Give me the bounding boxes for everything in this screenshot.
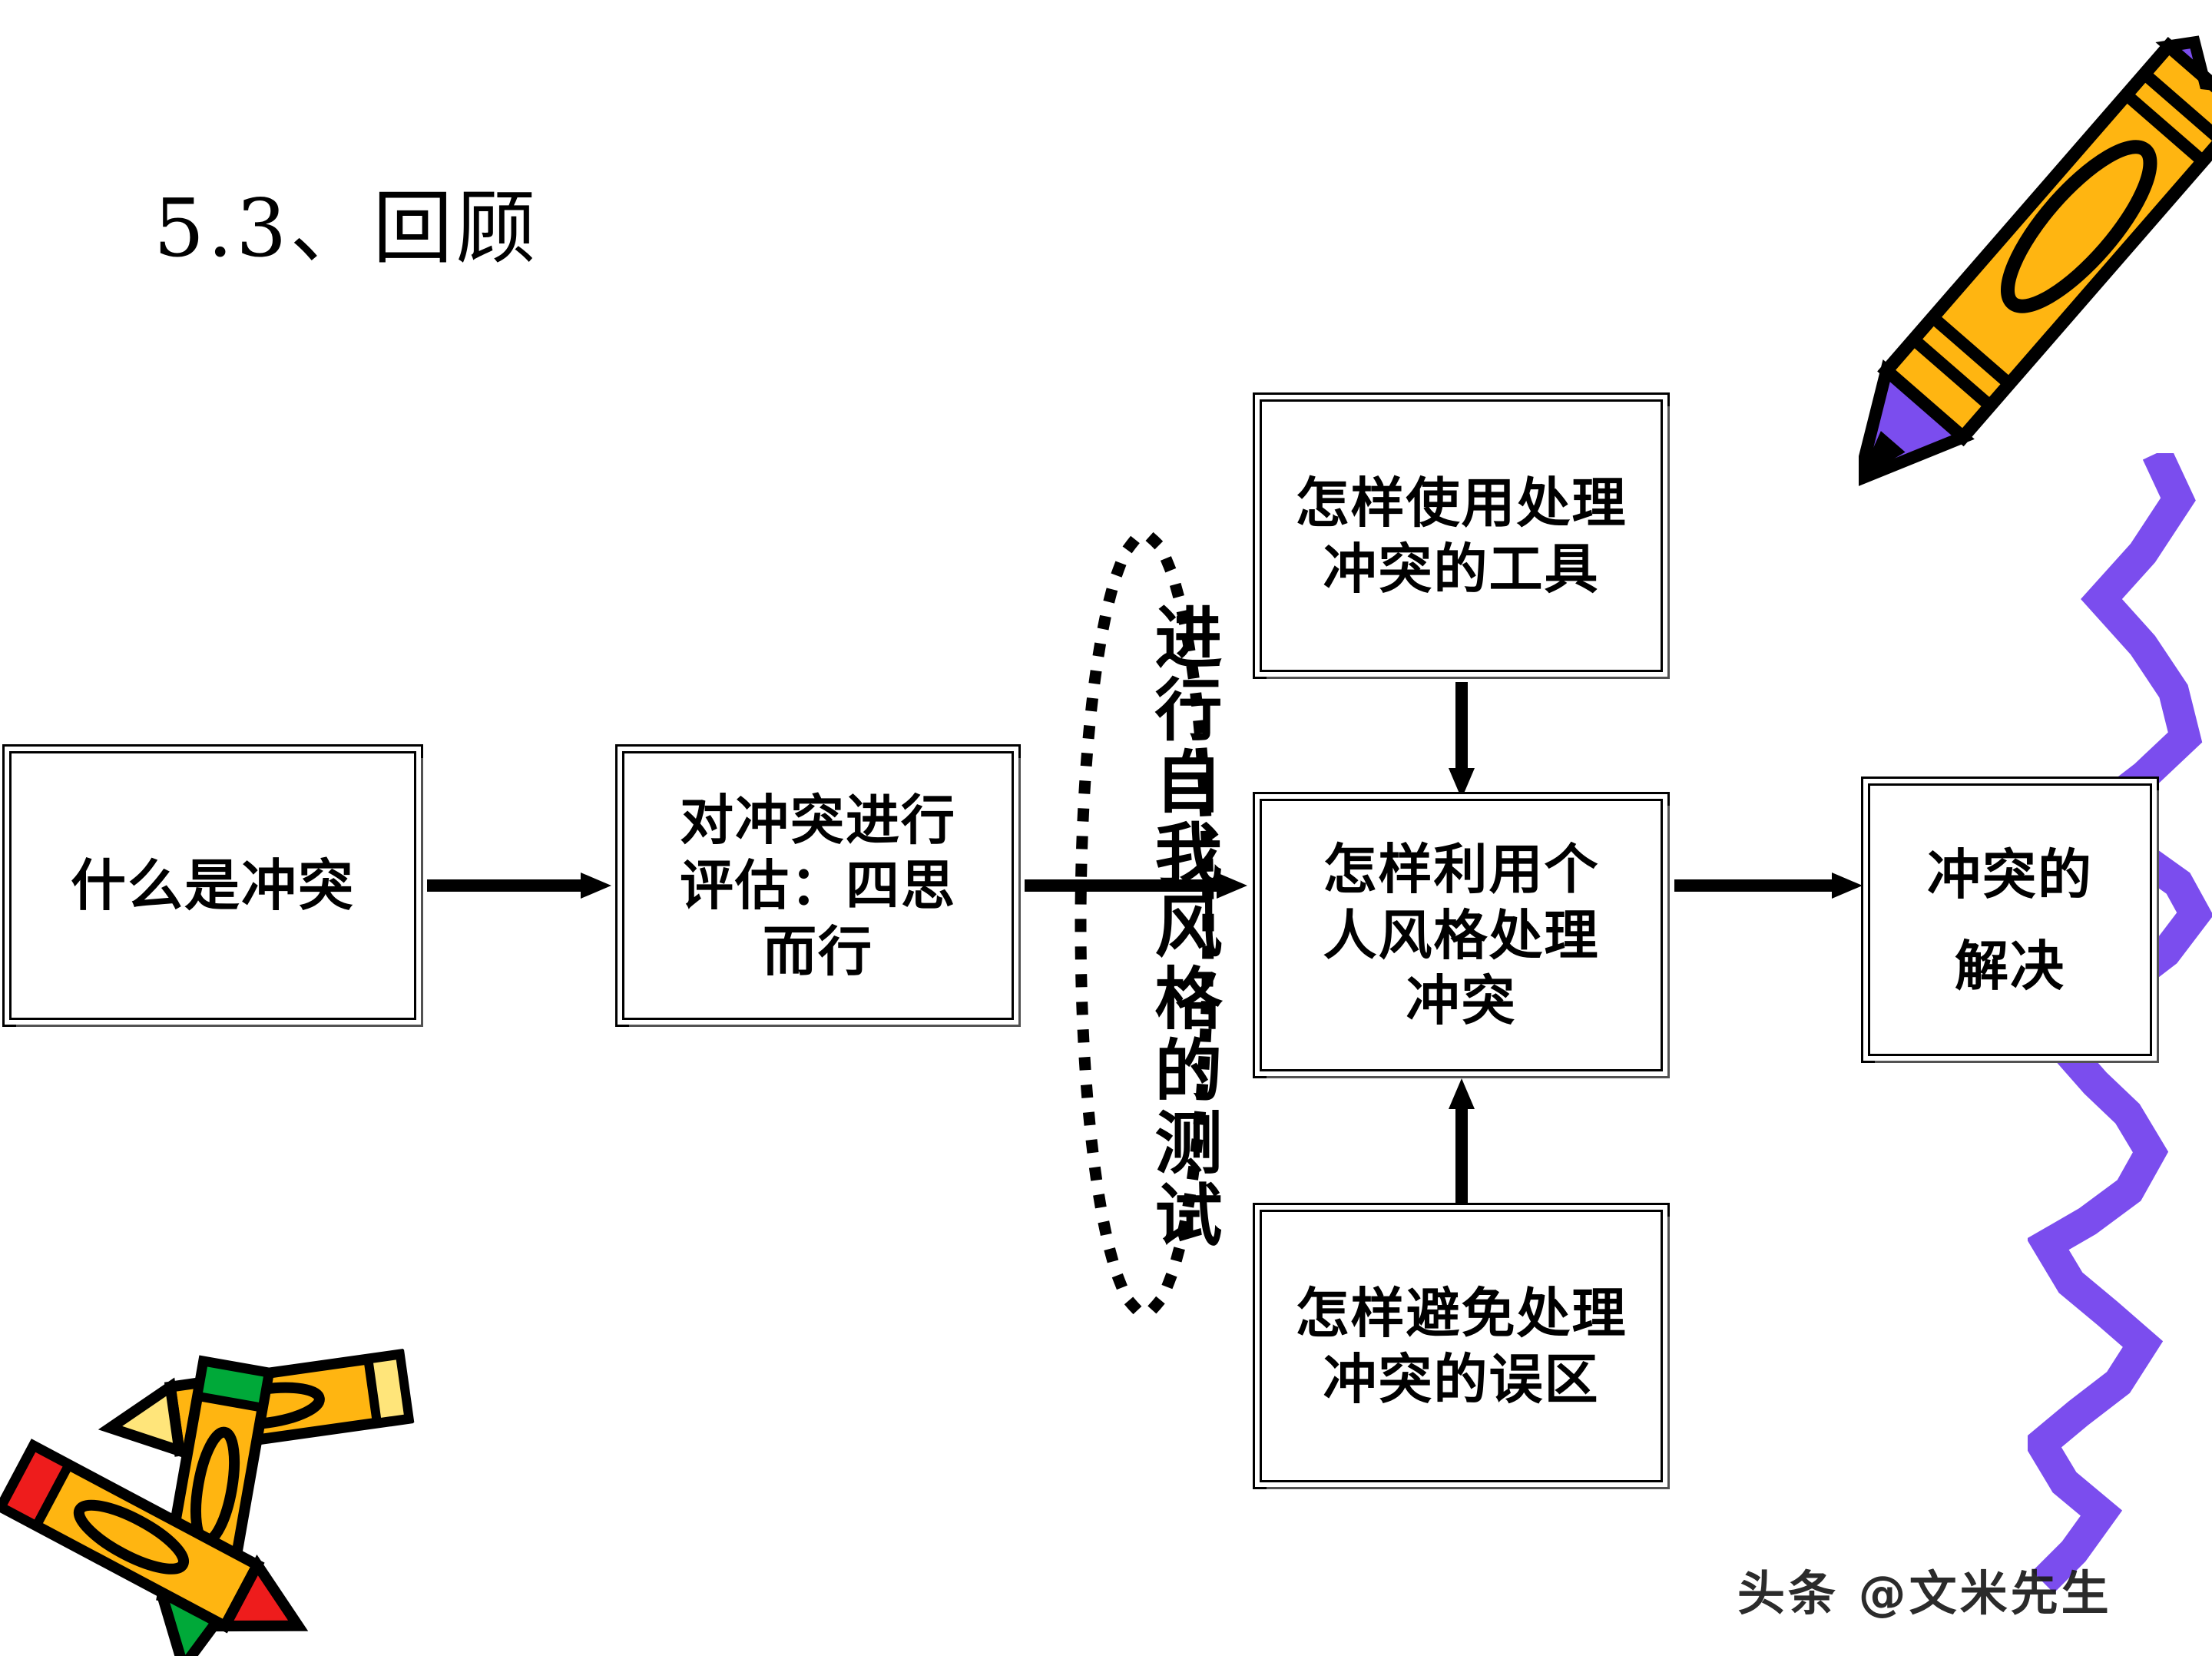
flow-box-label: 对冲突进行 评估：四思 而行: [680, 787, 956, 983]
self-assessment-ellipse: 进行自我风格的测试: [1071, 528, 1224, 1320]
arrow-up-avoid-to-style: [1449, 1078, 1475, 1207]
flow-box-personal-style[interactable]: 怎样利用个 人风格处理 冲突: [1260, 799, 1663, 1071]
purple-tipped-yellow-crayon-icon: [1850, 0, 2212, 558]
purple-scribble-line-icon: [2022, 446, 2212, 1621]
flow-box-label: 什么是冲突: [70, 853, 355, 919]
ellipse-label: 进行自我风格的测试: [1144, 602, 1224, 1252]
arrow-right-assess-to-style: [1025, 873, 1247, 899]
arrow-head: [581, 873, 611, 899]
flow-box-what-is-conflict[interactable]: 什么是冲突: [9, 751, 416, 1020]
three-crossed-crayons-icon: [0, 1326, 485, 1659]
flow-box-label: 怎样避免处理 冲突的误区: [1295, 1281, 1628, 1411]
arrow-shaft: [1025, 879, 1217, 892]
arrow-down-tools-to-style: [1449, 682, 1475, 799]
flow-box-label: 冲突的 解决: [1927, 842, 2093, 998]
arrow-right-what-to-assess: [427, 873, 611, 899]
flow-box-avoid-pitfalls[interactable]: 怎样避免处理 冲突的误区: [1260, 1210, 1663, 1482]
flow-box-use-tools[interactable]: 怎样使用处理 冲突的工具: [1260, 399, 1663, 672]
page-title: 5.3、回顾: [154, 181, 539, 275]
flow-box-assess-conflict[interactable]: 对冲突进行 评估：四思 而行: [622, 751, 1014, 1020]
arrow-shaft: [1455, 1109, 1468, 1207]
arrow-head: [1449, 768, 1475, 799]
arrow-right-style-to-resolve: [1674, 873, 1863, 899]
arrow-head: [1832, 873, 1863, 899]
arrow-head: [1449, 1078, 1475, 1109]
flow-box-label: 怎样使用处理 冲突的工具: [1295, 471, 1628, 601]
flow-box-label: 怎样利用个 人风格处理 冲突: [1323, 837, 1600, 1033]
arrow-shaft: [1674, 879, 1832, 892]
flow-box-conflict-resolution[interactable]: 冲突的 解决: [1868, 783, 2152, 1056]
arrow-shaft: [427, 879, 581, 892]
arrow-shaft: [1455, 682, 1468, 768]
arrow-head: [1217, 873, 1247, 899]
watermark-text: 头条 @文米先生: [1737, 1565, 2112, 1621]
